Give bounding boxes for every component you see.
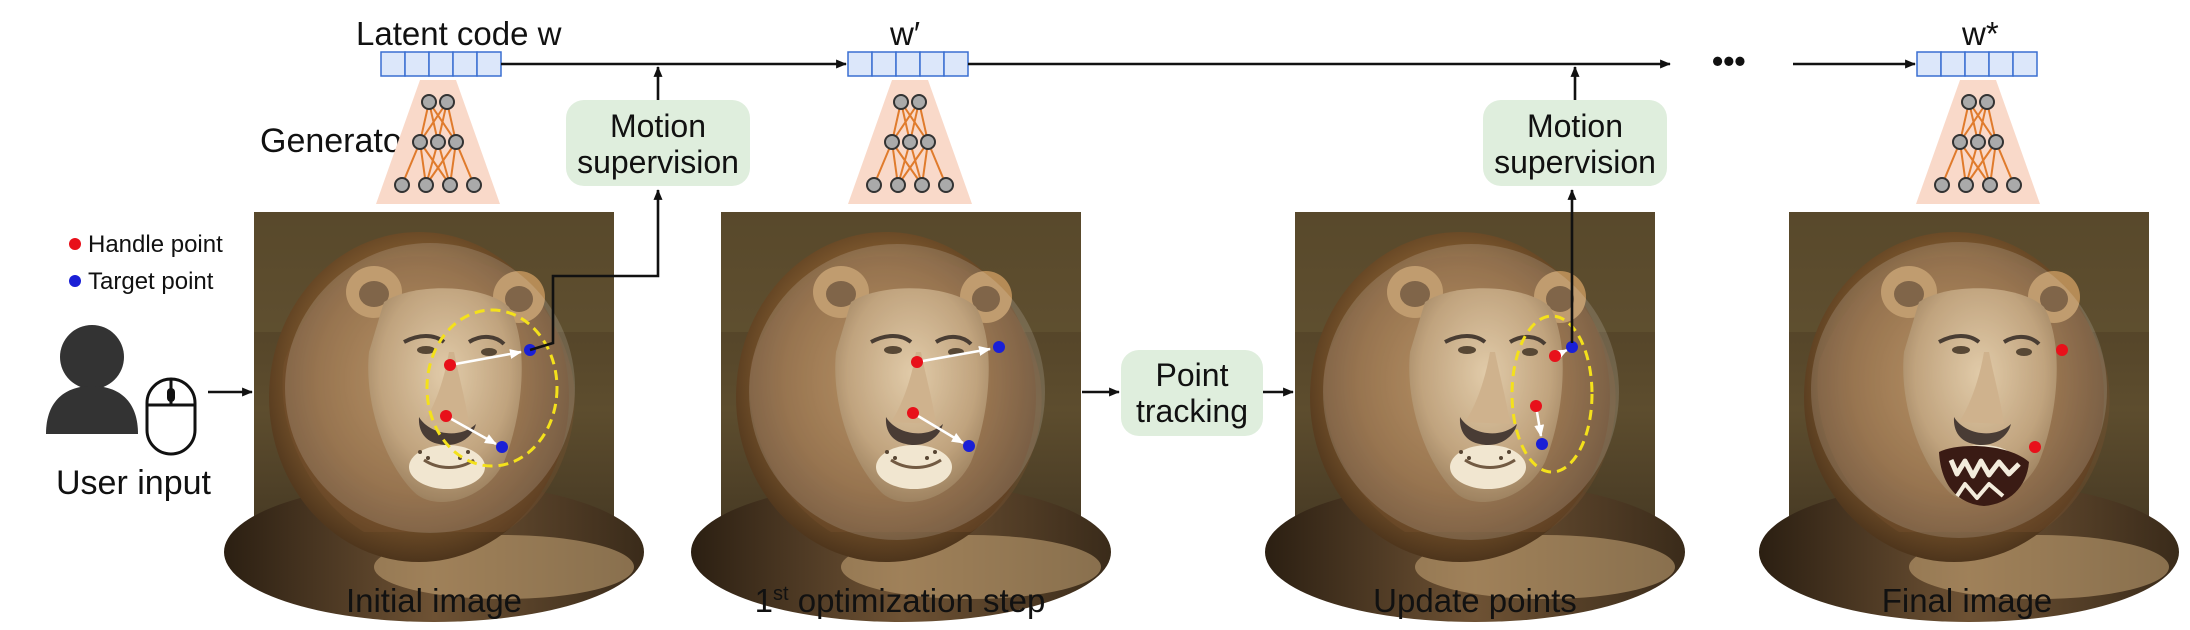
drag-arrow: [449, 349, 522, 367]
target-point: [1566, 341, 1578, 353]
caption-initial-image: Initial image: [346, 582, 522, 619]
user-input-label: User input: [56, 464, 212, 502]
latent-code-w: [380, 51, 502, 77]
target-point-legend-dot: [69, 275, 81, 287]
point-tracking-box: Point tracking: [1121, 350, 1263, 436]
editing-region-ellipse: [425, 308, 559, 468]
generator-label: Generator: [260, 122, 413, 160]
generator-icon: [376, 80, 500, 204]
target-point: [963, 440, 975, 452]
handle-point: [911, 356, 923, 368]
drag-arrow: [916, 346, 991, 364]
user-silhouette-icon: [46, 325, 138, 434]
drag-arrow: [912, 411, 964, 445]
target-point: [1536, 438, 1548, 450]
legend-target-label: Target point: [88, 268, 214, 295]
handle-point-legend-dot: [69, 238, 81, 250]
caption-optimization-step: 1st optimization step: [755, 582, 1046, 619]
motion-box-2-line-1: Motion: [1527, 108, 1623, 144]
target-point: [993, 341, 1005, 353]
w-star-label: w*: [1961, 15, 1999, 52]
initial-image: [222, 210, 646, 624]
computer-mouse-icon: [145, 377, 197, 456]
motion-supervision-box-1: Motion supervision: [566, 100, 750, 186]
update-points-image: [1263, 210, 1687, 624]
handle-point: [2029, 441, 2041, 453]
handle-point: [907, 407, 919, 419]
handle-point: [2056, 344, 2068, 356]
generator-icon: [848, 80, 972, 204]
ellipsis: •••: [1712, 43, 1746, 79]
caption-final-image: Final image: [1882, 582, 2053, 619]
generator-icon: [1916, 80, 2040, 204]
editing-region-ellipse: [1510, 314, 1594, 474]
caption-step-text: optimization step: [789, 582, 1046, 619]
arrow-initial-to-motion1: [529, 189, 663, 352]
target-point: [496, 441, 508, 453]
caption-step-superscript: st: [773, 583, 789, 605]
tracking-box-line-1: Point: [1156, 357, 1229, 393]
motion-box-2-line-2: supervision: [1494, 144, 1656, 180]
optimization-step-image: [689, 210, 1113, 624]
latent-code-w-prime: [847, 51, 969, 77]
tracking-box-line-2: tracking: [1136, 393, 1248, 429]
latent-code-label: Latent code w: [356, 15, 562, 52]
handle-point: [440, 410, 452, 422]
legend-handle-label: Handle point: [88, 231, 223, 258]
handle-point: [444, 359, 456, 371]
caption-step-number: 1: [755, 582, 773, 619]
motion-box-1-line-2: supervision: [577, 144, 739, 180]
final-image: [1757, 210, 2181, 624]
motion-supervision-box-2: Motion supervision: [1483, 100, 1667, 186]
motion-box-1-line-1: Motion: [610, 108, 706, 144]
latent-code-w-star: [1916, 51, 2038, 77]
w-prime-label: w′: [889, 15, 920, 52]
handle-point: [1530, 400, 1542, 412]
drag-arrow: [445, 414, 497, 446]
handle-point: [1549, 350, 1561, 362]
caption-update-points: Update points: [1373, 582, 1577, 619]
